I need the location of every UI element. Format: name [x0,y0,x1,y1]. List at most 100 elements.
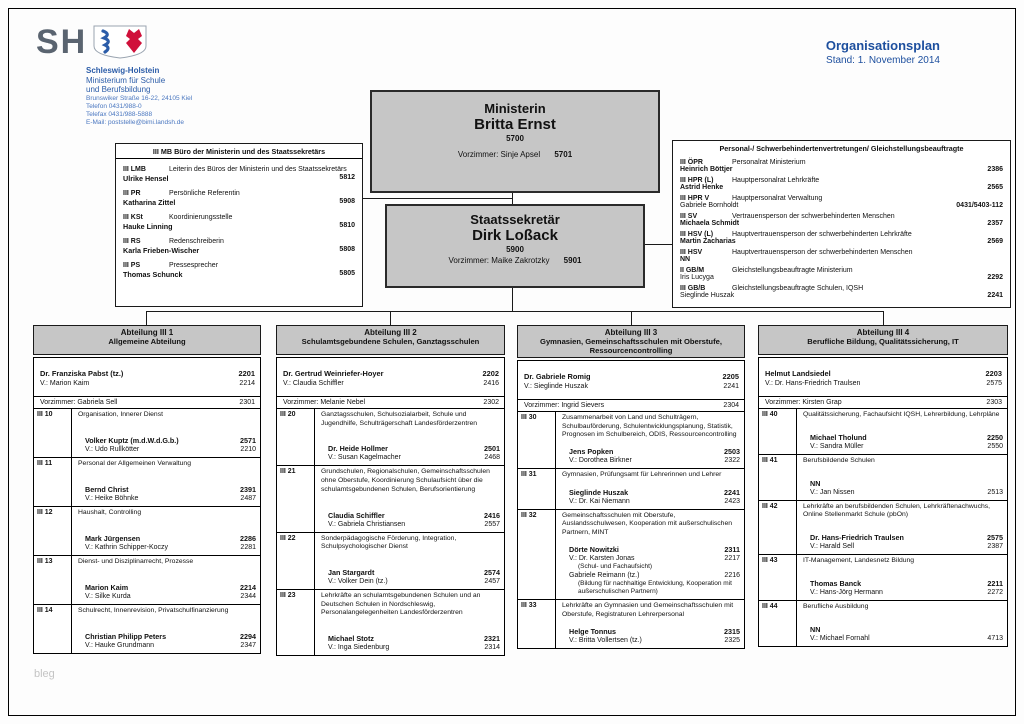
connector-drop-1 [146,311,147,325]
referat-description: Schulrecht, Innenrevision, Privatschulfi… [78,607,229,614]
phone-extension: 2201 [238,369,255,378]
dept-subtitle: Gymnasien, Gemeinschaftsschulen mit Ober… [540,337,722,355]
ministerin-box: Ministerin Britta Ernst 5700 Vorzimmer: … [370,90,660,193]
person-name: Sieglinde Huszak [680,292,735,299]
address-phone: Telefon 0431/988-0 [86,102,142,110]
phone-extension: 2214 [240,583,256,592]
vertretung-entry-header: III HPR (L) Hauptpersonalrat Lehrkräfte [680,177,1003,184]
role-description: Gleichstellungsbeauftragte Schulen, IQSH [732,285,864,292]
referat-content: Zusammenarbeit von Land und Schulträgern… [556,412,744,468]
phone-extension: 5812 [339,174,355,181]
phone-extension: 2503 [724,447,740,457]
sh-logo: SH [36,24,149,60]
referat-description: Lehrkräfte an berufsbildenden Schulen, L… [803,502,991,519]
referat-content: Ganztagsschulen, Schulsozialarbeit, Schu… [315,409,504,465]
staatssekretaer-phone: 5900 [506,245,524,254]
dept-deputy-name: V.: Dr. Hans-Friedrich Traulsen [765,379,861,387]
ministerin-phone: 5700 [506,134,524,143]
person-name: Gabriele Reimann (tz.) [569,572,640,580]
person-name: Hauke Linning [123,222,173,231]
person-name: V.: Inga Siedenburg [328,644,390,651]
referat-description: Gemeinschaftsschulen mit Oberstufe, Ausl… [562,511,733,536]
phone-extension: 5805 [339,270,355,277]
phone-extension: 2303 [986,399,1002,406]
phone-extension: 5908 [339,198,355,205]
role-description: Hauptpersonalrat Lehrkräfte [732,177,820,184]
referat-description: Gymnasien, Prüfungsamt für Lehrerinnen u… [562,471,722,479]
org-unit-code: III SV [680,213,698,220]
person-name: V.: Hans-Jörg Hermann [810,589,883,597]
person-name: V.: Sandra Müller [810,442,864,450]
person-name: Astrid Henke [680,184,724,191]
person-name: Ulrike Hensel [123,174,169,183]
phone-extension: 2205 [722,372,739,381]
vertretung-entry-header: III HSV (L)Hauptvertrauensperson der sch… [680,231,1003,238]
org-unit-code: III HPR (L) [680,177,714,184]
dept-head-row: Dr. Franziska Pabst (tz.)2201 [40,369,255,379]
vertretung-entry: III HSV (L)Hauptvertrauensperson der sch… [680,231,1003,245]
referat-code: III 20 [277,409,315,466]
dept-deputy-name: V.: Marion Kaim [40,379,90,387]
document-title-block: Organisationsplan Stand: 1. November 201… [640,38,940,66]
person-name: V.: Harald Sell [810,543,855,551]
person-name: Iris Lucyga [680,274,714,281]
referat-description: Grundschulen, Regionalschulen, Gemeinsch… [321,468,490,493]
phone-extension: 2501 [484,444,500,454]
connector-departments-bar [146,311,884,312]
referat-description: Qualitätssicherung, Fachaufsicht IQSH, L… [803,411,1000,418]
phone-extension: 2281 [240,544,256,551]
page-border [8,8,1016,716]
phone-extension: 2214 [239,379,255,387]
phone-extension: 0431/5403-112 [956,202,1003,209]
person-row: NN [810,625,1003,634]
referat-code: III 30 [518,412,556,469]
phone-extension: 2311 [724,545,740,555]
phone-extension: 2241 [723,382,739,390]
buero-box-title: III MB Büro der Ministerin und des Staat… [116,144,362,159]
referat-code: III 22 [277,532,315,589]
role-description: Persönliche Referentin [169,190,240,197]
person-name: Dörte Nowitzki [569,545,619,555]
dept-head-name: Helmut Landsiedel [765,369,831,378]
